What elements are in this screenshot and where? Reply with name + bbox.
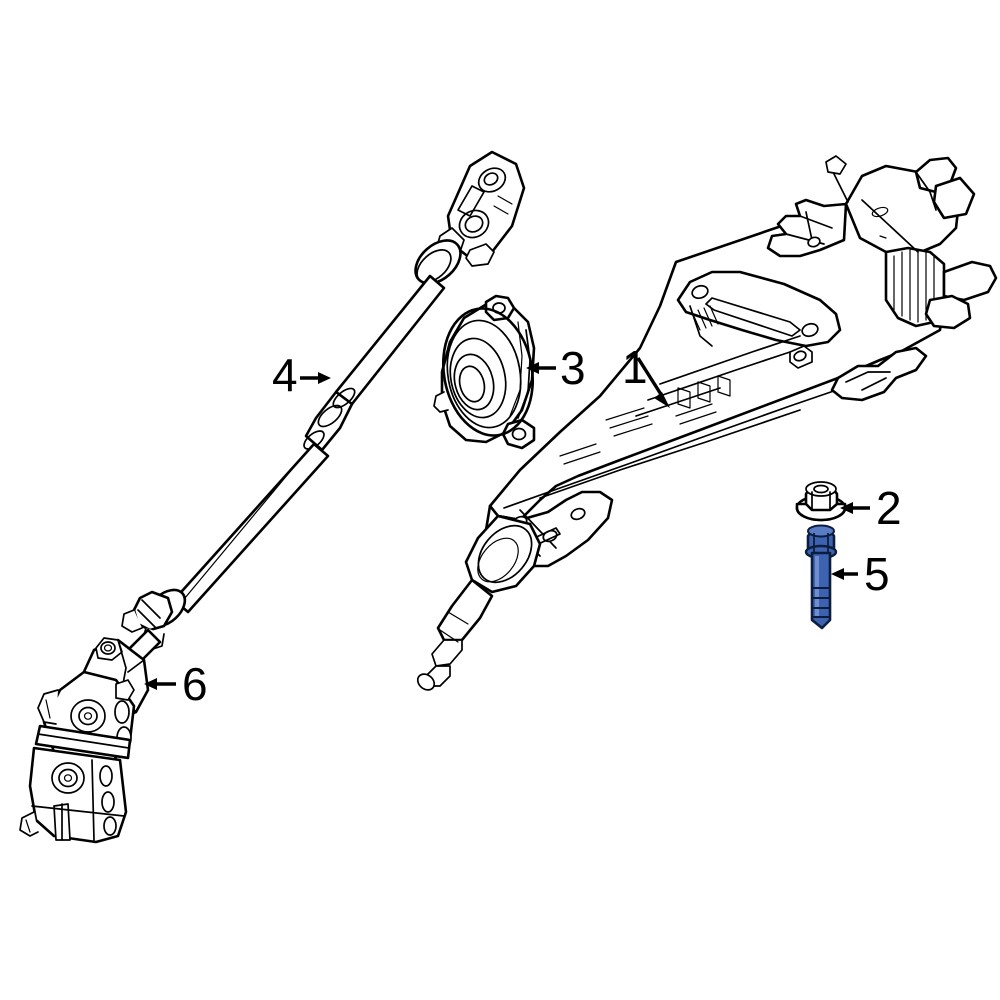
callout-label-4: 4 xyxy=(272,349,298,401)
callout-label-5: 5 xyxy=(864,548,890,600)
part-pinch-bolt[interactable] xyxy=(804,524,838,630)
callout-label-1: 1 xyxy=(622,341,648,393)
arrow-5 xyxy=(831,568,858,580)
callout-label-6: 6 xyxy=(182,658,208,710)
arrow-1 xyxy=(636,357,670,408)
part-column-seal-boot[interactable] xyxy=(433,294,543,450)
callout-label-3: 3 xyxy=(560,342,586,394)
callout-arrows xyxy=(144,357,870,690)
arrow-4 xyxy=(300,372,331,384)
part-steering-column-assembly[interactable] xyxy=(415,155,998,693)
part-intermediate-steering-shaft[interactable] xyxy=(121,150,526,668)
arrow-6 xyxy=(144,678,176,690)
callout-label-2: 2 xyxy=(876,482,902,534)
arrow-3 xyxy=(526,362,556,374)
arrow-2 xyxy=(840,502,870,514)
part-lower-universal-joint[interactable] xyxy=(19,637,150,844)
part-flange-nut[interactable] xyxy=(795,481,847,522)
